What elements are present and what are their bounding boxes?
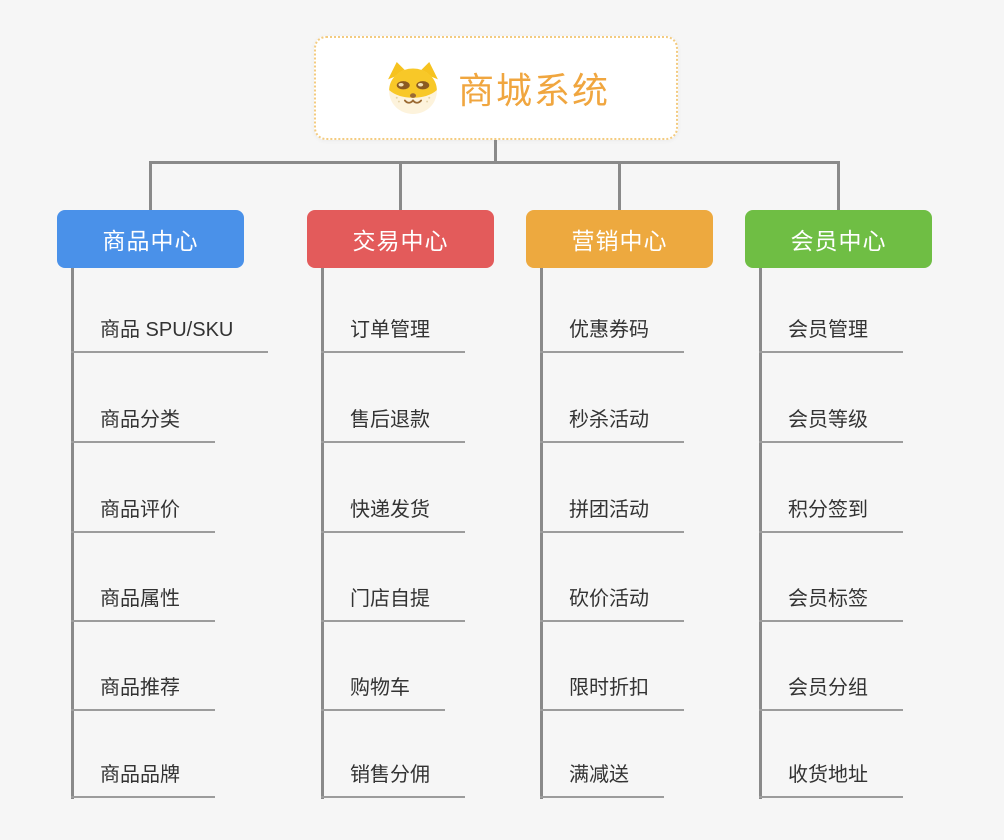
connector-bus [149,161,840,164]
leaf-node[interactable]: 会员标签 [759,585,903,622]
leaf-node[interactable]: 秒杀活动 [540,406,684,443]
connector-branch-drop [618,161,621,210]
connector-root-drop [494,140,497,164]
leaf-node[interactable]: 拼团活动 [540,496,684,533]
branch-node-1[interactable]: 商品中心 [57,210,244,268]
leaf-node[interactable]: 订单管理 [321,316,465,353]
branch-node-2[interactable]: 交易中心 [307,210,494,268]
root-node[interactable]: 商城系统 [314,36,678,140]
branch-node-3[interactable]: 营销中心 [526,210,713,268]
branch-label: 商品中心 [102,228,199,254]
connector-branch-trunk [321,268,324,799]
connector-branch-drop [837,161,840,210]
branch-label: 会员中心 [790,228,887,254]
leaf-node[interactable]: 会员管理 [759,316,903,353]
leaf-node[interactable]: 商品 SPU/SKU [71,316,269,353]
leaf-node[interactable]: 会员分组 [759,674,903,711]
leaf-node[interactable]: 商品分类 [71,406,215,443]
branch-label: 交易中心 [352,228,449,254]
leaf-node[interactable]: 售后退款 [321,406,465,443]
leaf-node[interactable]: 销售分佣 [321,761,465,798]
leaf-node[interactable]: 会员等级 [759,406,903,443]
leaf-node[interactable]: 商品推荐 [71,674,215,711]
dog-icon [388,62,438,114]
leaf-node[interactable]: 商品品牌 [71,761,215,798]
connector-branch-drop [399,161,402,210]
leaf-node[interactable]: 砍价活动 [540,585,684,622]
connector-branch-trunk [759,268,762,799]
branch-label: 营销中心 [571,228,668,254]
root-title: 商城系统 [457,70,610,111]
leaf-node[interactable]: 购物车 [321,674,445,711]
connector-branch-drop [149,161,152,210]
leaf-node[interactable]: 满减送 [540,761,664,798]
leaf-node[interactable]: 优惠券码 [540,316,684,353]
connector-branch-trunk [540,268,543,799]
leaf-node[interactable]: 积分签到 [759,496,903,533]
leaf-node[interactable]: 商品属性 [71,585,215,622]
connector-branch-trunk [71,268,74,799]
leaf-node[interactable]: 商品评价 [71,496,215,533]
leaf-node[interactable]: 门店自提 [321,585,465,622]
leaf-node[interactable]: 收货地址 [759,761,903,798]
leaf-node[interactable]: 快递发货 [321,496,465,533]
branch-node-4[interactable]: 会员中心 [745,210,932,268]
leaf-node[interactable]: 限时折扣 [540,674,684,711]
